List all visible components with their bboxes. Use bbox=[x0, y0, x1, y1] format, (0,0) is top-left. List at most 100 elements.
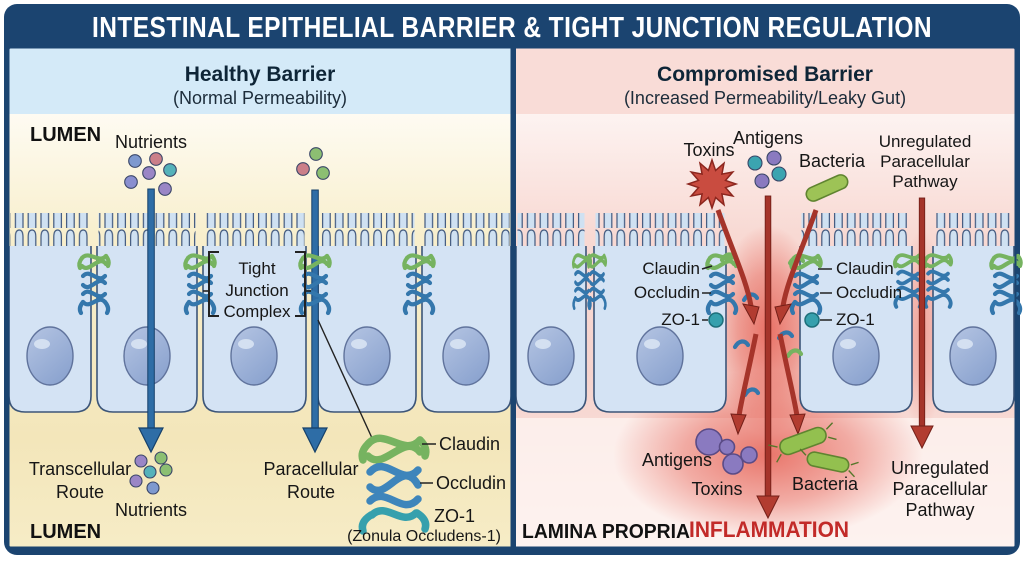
nutrients-label-bottom: Nutrients bbox=[115, 500, 187, 520]
pilus bbox=[848, 470, 856, 478]
junction-fragment bbox=[732, 339, 751, 350]
bacterium-body bbox=[806, 451, 850, 473]
nutrient-particle bbox=[146, 481, 160, 495]
zo1-label-right: ZO-1 bbox=[836, 310, 875, 329]
pilus bbox=[776, 453, 782, 463]
healthy-panel-header bbox=[9, 48, 511, 114]
unregulated-pathway-top-label-3: Pathway bbox=[892, 172, 958, 191]
microvilli bbox=[204, 213, 305, 251]
lumen-label-top: LUMEN bbox=[30, 124, 101, 146]
nutrients-cluster-paracellular bbox=[296, 147, 330, 180]
unregulated-pathway-arrow-head bbox=[910, 425, 934, 450]
leak-continuation-arrow-head bbox=[789, 413, 806, 436]
bacterium-rod bbox=[799, 448, 859, 478]
nucleus bbox=[832, 326, 880, 386]
nutrient-particle bbox=[129, 474, 143, 488]
leak-continuation-arrow-shaft bbox=[777, 333, 800, 417]
nucleus bbox=[123, 326, 171, 386]
claudin-label-left: Claudin bbox=[642, 259, 700, 278]
nucleus bbox=[636, 326, 684, 386]
inner-frame-line bbox=[7, 46, 1017, 549]
pilus bbox=[799, 448, 807, 456]
zo1-strand bbox=[358, 511, 375, 535]
nucleus-highlight bbox=[131, 339, 147, 349]
microvilli bbox=[319, 213, 415, 251]
nucleus bbox=[442, 326, 490, 386]
bacteria-leak-arrow-head bbox=[774, 303, 792, 326]
bacteria-bottom bbox=[768, 422, 859, 478]
occludin-strand bbox=[366, 462, 422, 480]
right-bracket bbox=[295, 251, 306, 317]
nucleus bbox=[230, 326, 278, 386]
nutrient-particle bbox=[296, 162, 310, 176]
bacterium-body bbox=[805, 174, 849, 202]
bacterium-body bbox=[779, 426, 827, 456]
toxin-starburst-icon bbox=[685, 157, 739, 211]
nutrients-label-top: Nutrients bbox=[115, 132, 187, 152]
nucleus-highlight bbox=[34, 339, 50, 349]
nutrient-particle bbox=[149, 152, 163, 166]
occludin-strand bbox=[366, 492, 422, 509]
nucleus-highlight bbox=[351, 339, 367, 349]
leak-continuation-arrow-head bbox=[730, 413, 747, 436]
nutrient-particle bbox=[124, 175, 138, 189]
antigen-blob bbox=[740, 446, 758, 464]
tight-junction-detail bbox=[358, 434, 430, 535]
nucleus-highlight bbox=[450, 339, 466, 349]
nutrient-particle bbox=[316, 166, 330, 180]
transcellular-arrow-head bbox=[138, 427, 164, 454]
junction-fragment bbox=[785, 348, 804, 359]
unregulated-pathway-top-label-1: Unregulated bbox=[879, 132, 972, 151]
inflammation-label: INFLAMMATION bbox=[689, 517, 849, 542]
healthy-transport-arrows bbox=[138, 188, 328, 454]
zo1-full-name-label: (Zonula Occludens-1) bbox=[347, 528, 501, 545]
nutrient-particle bbox=[309, 147, 323, 161]
bacterium-rod bbox=[768, 422, 837, 463]
toxin-leak-arrow-head bbox=[742, 303, 760, 326]
claudin-callout-line bbox=[701, 265, 713, 270]
zo1-detail-label: ZO-1 bbox=[434, 506, 475, 526]
compromised-panel-subtitle: (Increased Permeability/Leaky Gut) bbox=[624, 88, 906, 108]
junction-label-callouts bbox=[701, 265, 832, 321]
healthy-panel-title: Healthy Barrier bbox=[185, 63, 336, 86]
antigens-label-top: Antigens bbox=[733, 128, 803, 148]
nutrient-particle bbox=[163, 163, 177, 177]
tight-junction-complex-callout bbox=[203, 251, 373, 439]
pilus bbox=[768, 444, 778, 448]
leak-continuation-arrow-shaft bbox=[736, 333, 759, 417]
occludin-label-left: Occludin bbox=[634, 283, 700, 302]
bacteria-leak-arrow-shaft bbox=[780, 209, 819, 307]
claudin-detail-label: Claudin bbox=[439, 434, 500, 454]
antigens-label-bottom: Antigens bbox=[642, 450, 712, 470]
microvilli bbox=[517, 213, 585, 251]
microvilli bbox=[595, 213, 725, 251]
paracellular-arrow-shaft bbox=[311, 189, 319, 431]
lamina-propria-label: LAMINA PROPRIA bbox=[522, 521, 690, 543]
toxins-label-top: Toxins bbox=[683, 140, 734, 160]
microvilli bbox=[801, 213, 911, 251]
compromised-tight-junctions bbox=[571, 252, 1020, 398]
healthy-panel-subtitle: (Normal Permeability) bbox=[173, 88, 347, 108]
claudin-strand bbox=[416, 436, 430, 460]
unregulated-pathway-arrow-shaft bbox=[918, 197, 926, 429]
microvilli bbox=[98, 213, 196, 251]
claudin-label-right: Claudin bbox=[836, 259, 894, 278]
nutrient-particle bbox=[142, 166, 156, 180]
occludin-strand bbox=[366, 472, 422, 495]
compromised-panel-title: Compromised Barrier bbox=[657, 63, 873, 86]
left-bracket bbox=[208, 251, 219, 317]
page-title: INTESTINAL EPITHELIAL BARRIER & TIGHT JU… bbox=[92, 12, 932, 44]
lumen-label-bottom: LUMEN bbox=[30, 521, 101, 543]
antigen-blob bbox=[718, 438, 736, 456]
nucleus-highlight bbox=[957, 339, 973, 349]
nucleus bbox=[26, 326, 74, 386]
microvilli bbox=[934, 213, 1013, 251]
antigen-particle bbox=[754, 173, 770, 189]
nutrient-particle bbox=[128, 154, 142, 168]
antigen-particle bbox=[747, 155, 763, 171]
unregulated-pathway-bottom-label-2: Paracellular bbox=[892, 479, 987, 499]
pilus bbox=[825, 422, 834, 430]
pilus bbox=[828, 436, 837, 441]
zo1-label-left: ZO-1 bbox=[661, 310, 700, 329]
tj-complex-label-3: Complex bbox=[223, 302, 291, 321]
